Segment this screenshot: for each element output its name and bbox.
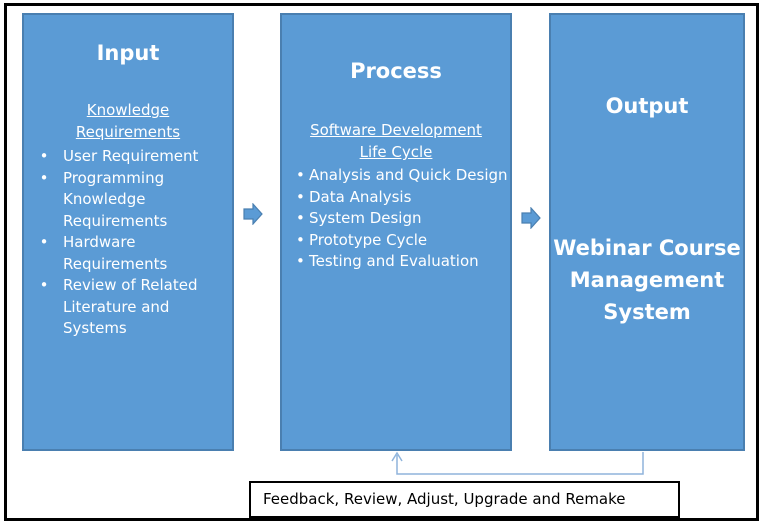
bullet-icon: • [39,233,49,251]
list-item: •Analysis and Quick Design [296,165,508,187]
process-subheading: Software Development Life Cycle [310,121,482,161]
output-title: Output [605,94,689,118]
bullet-icon: • [296,187,305,206]
input-list: •User Requirement •Programming Knowledge… [38,146,224,340]
bullet-icon: • [296,166,305,184]
bullet-icon: • [39,147,49,165]
bullet-icon: • [39,276,49,294]
list-item: •System Design [296,208,508,230]
list-item: •Review of Related Literature and System… [39,276,198,337]
process-panel: Process Software Development Life Cycle … [280,13,512,451]
bullet-icon: • [296,209,305,227]
output-panel: Output Webinar Course Management System [549,13,745,451]
list-item: •Hardware Requirements [39,233,168,273]
right-arrow-icon [243,203,263,225]
process-title: Process [350,59,442,83]
list-item: •Prototype Cycle [296,230,508,252]
right-arrow-icon [521,207,541,229]
process-list: •Analysis and Quick Design •Data Analysi… [296,165,508,273]
bullet-icon: • [296,230,305,249]
bullet-icon: • [296,252,305,270]
list-item: •User Requirement [38,146,224,168]
list-item: •Data Analysis [296,187,508,209]
list-item: •Programming Knowledge Requirements [39,168,168,230]
input-panel: Input Knowledge Requirements •User Requi… [22,13,234,451]
input-title: Input [96,41,160,65]
input-subheading: Knowledge Requirements [75,101,181,141]
bullet-icon: • [39,168,49,187]
output-system-name: Webinar Course Management System [553,236,741,324]
feedback-box: Feedback, Review, Adjust, Upgrade and Re… [249,481,680,518]
list-item: •Testing and Evaluation [296,251,508,273]
